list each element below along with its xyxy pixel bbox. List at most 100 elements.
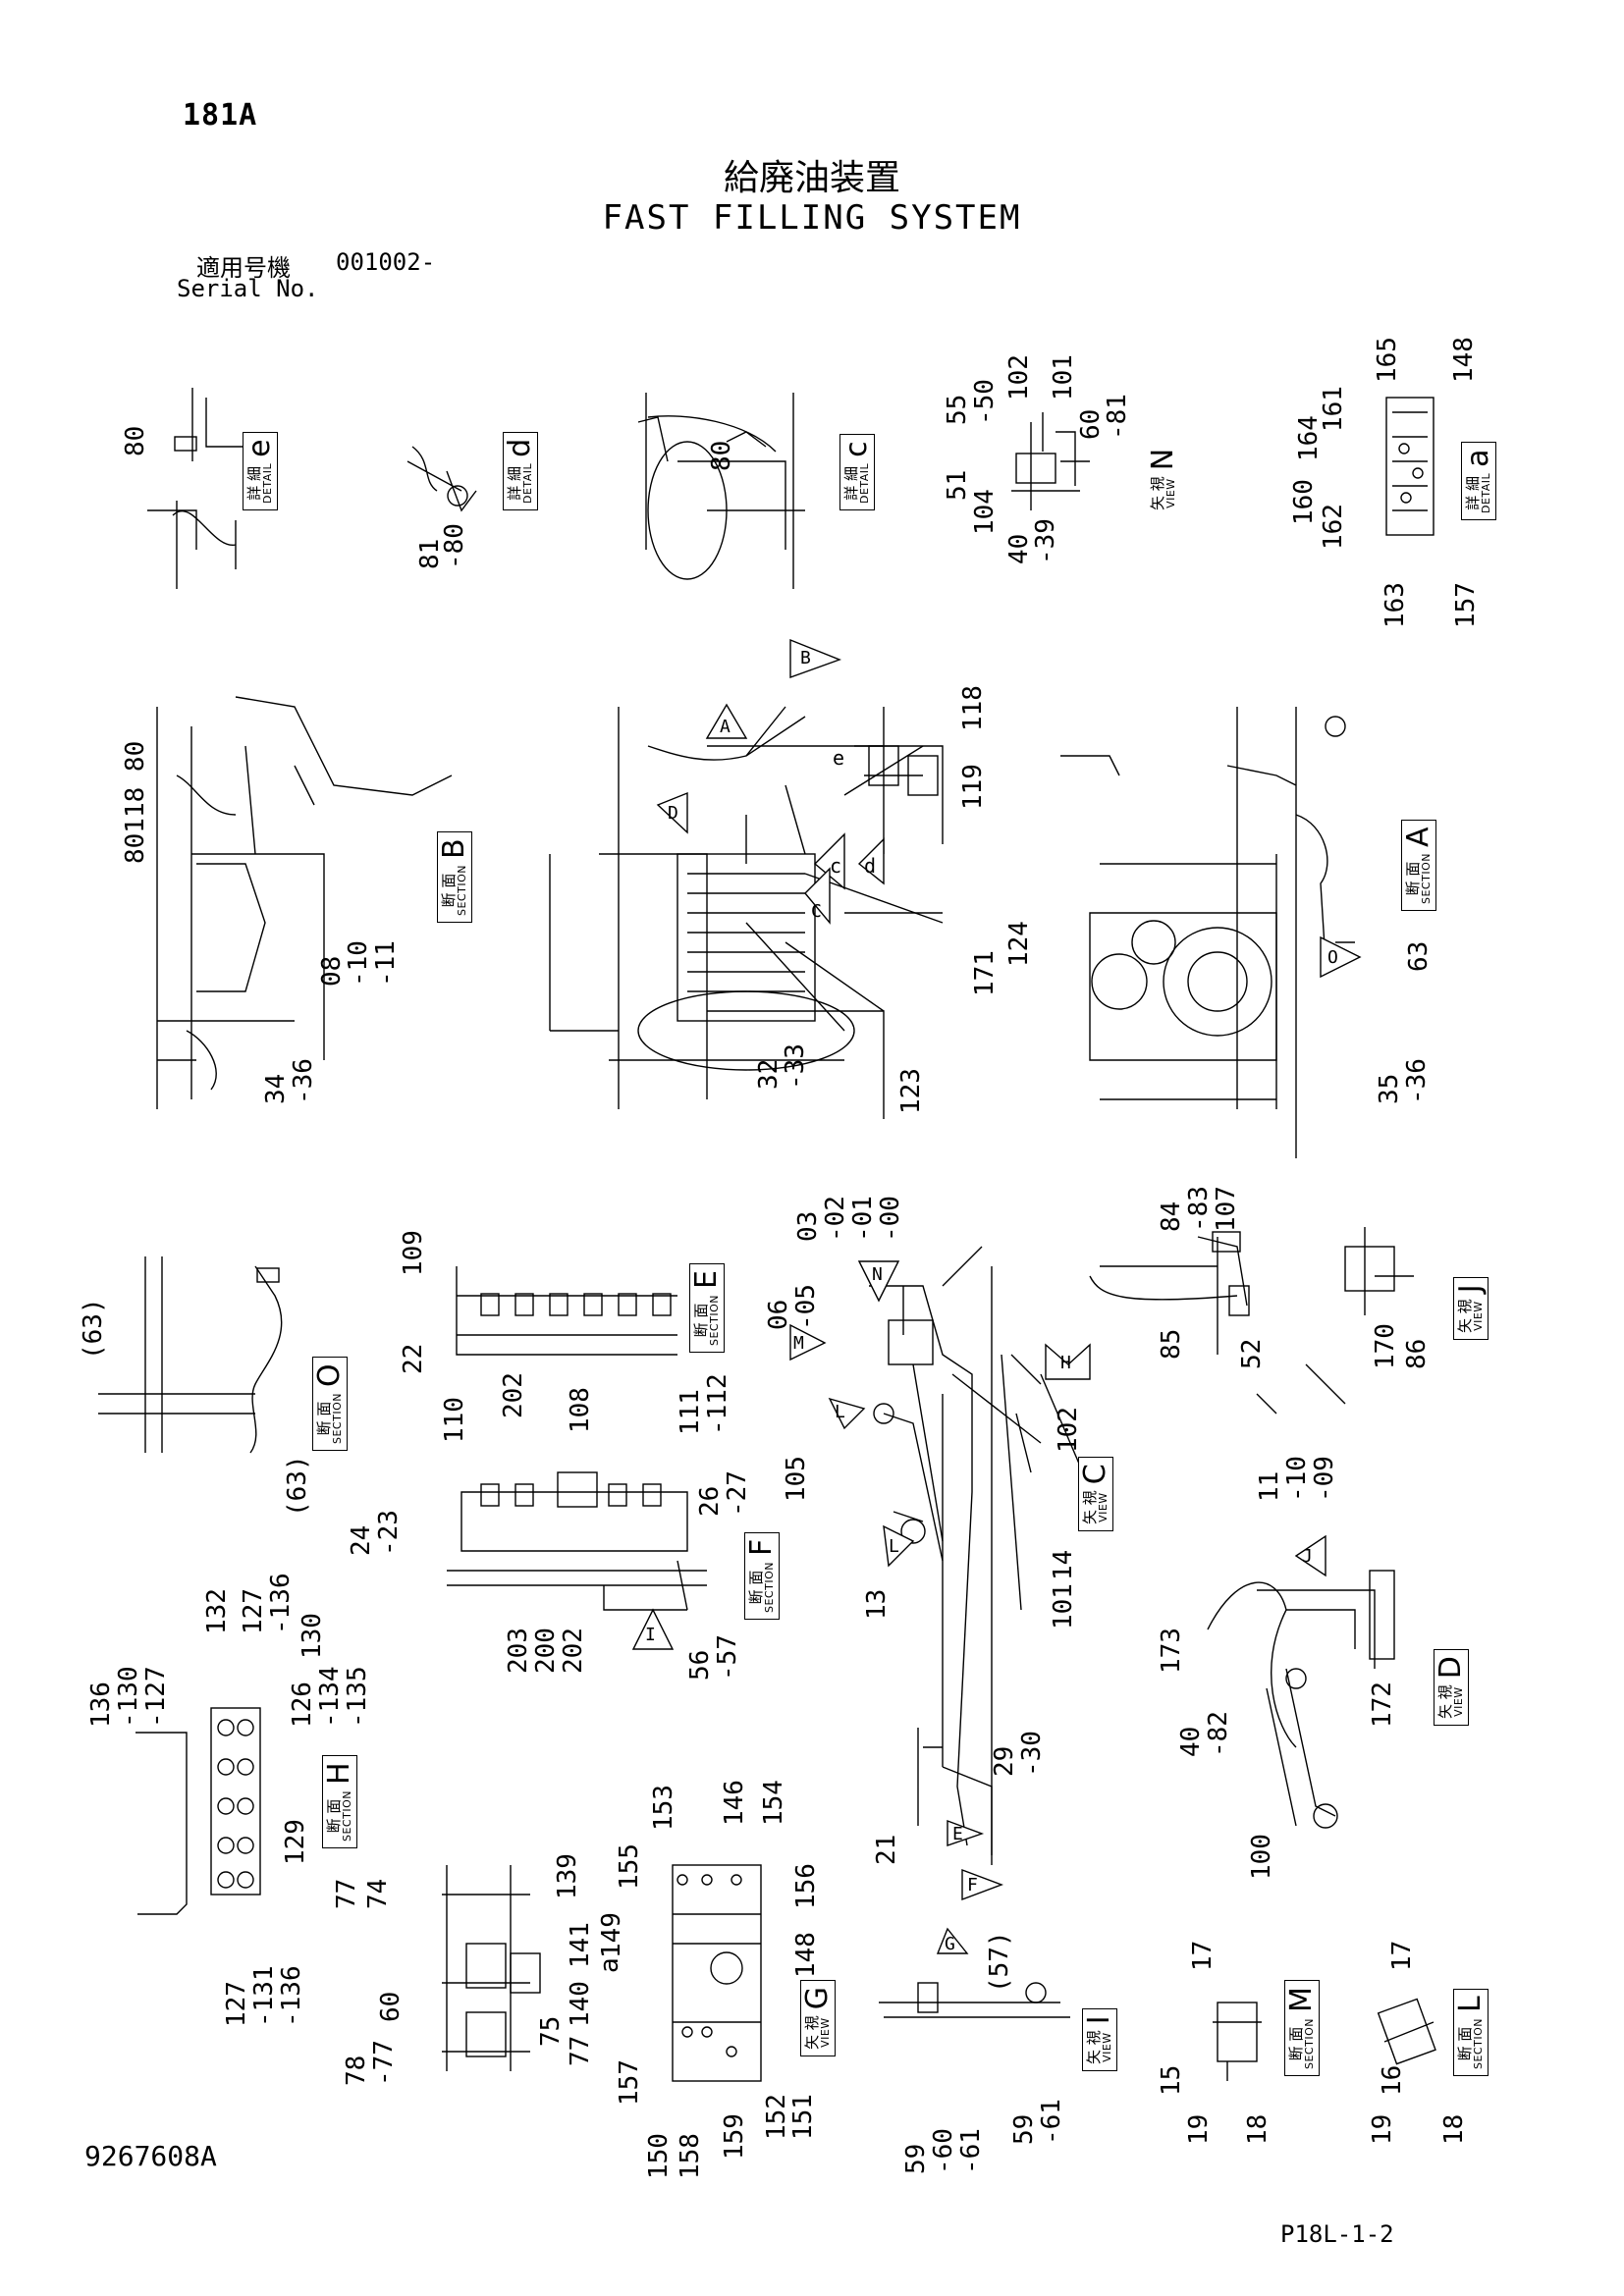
section-f-letter: F — [744, 1538, 779, 1557]
part-callout: 153 — [649, 1785, 678, 1831]
part-callout: -136 — [277, 1965, 306, 2027]
detail-a-letter: a — [1461, 449, 1495, 467]
detail-e-letter: e — [243, 439, 277, 457]
part-callout: 13 — [862, 1588, 892, 1620]
arrow-label-n: N — [872, 1264, 883, 1285]
part-callout: 162 — [1319, 504, 1348, 550]
part-callout: 17 — [1188, 1940, 1218, 1971]
part-callout: 102 — [1004, 354, 1034, 400]
part-callout: 40 — [1004, 533, 1034, 564]
part-callout: 160 — [1289, 479, 1319, 525]
part-callout: 119 — [958, 764, 988, 810]
section-f-drawing — [447, 1471, 707, 1611]
part-callout: -36 — [1402, 1058, 1432, 1104]
part-callout: 85 — [1157, 1328, 1186, 1360]
part-callout: a — [595, 1957, 624, 1973]
section-m-letter: M — [1284, 1987, 1319, 2013]
part-callout: 08 — [317, 955, 347, 987]
view-j-drawing — [1089, 1227, 1414, 1355]
arrow-label-e: e — [833, 746, 845, 770]
part-callout: -10 — [344, 940, 373, 987]
part-callout: 130 — [298, 1613, 327, 1659]
section-o-drawing — [98, 1256, 283, 1454]
arrow-label-o: O — [1327, 947, 1338, 968]
detail-e-drawing — [147, 388, 255, 589]
part-callout: 156 — [791, 1863, 821, 1909]
part-callout: 158 — [676, 2133, 705, 2179]
part-callout: 126 — [288, 1682, 317, 1728]
part-callout: -60 — [929, 2128, 958, 2174]
section-e-drawing — [456, 1266, 677, 1356]
part-callout: 101 — [1049, 1583, 1078, 1629]
section-b-drawing — [156, 696, 453, 1109]
part-callout: 21 — [872, 1834, 901, 1865]
part-callout: (57) — [985, 1931, 1014, 1993]
arrow-label-i: I — [645, 1625, 656, 1645]
section-b-letter: B — [437, 838, 471, 860]
part-callout: 78 — [342, 2055, 371, 2086]
part-callout: 157 — [615, 2059, 644, 2106]
arrow-label-e-lower: E — [952, 1824, 963, 1844]
part-callout: -80 — [440, 523, 469, 569]
view-n-drawing — [1011, 412, 1090, 510]
part-callout: -36 — [289, 1058, 318, 1104]
section-l-drawing — [1377, 1998, 1436, 2065]
view-j-letter: J — [1453, 1284, 1488, 1294]
part-callout: 18 — [1439, 2113, 1469, 2145]
part-callout: -09 — [1310, 1456, 1339, 1502]
part-callout: 127 — [222, 1981, 251, 2027]
part-callout: -130 — [114, 1666, 143, 1728]
part-callout: 84 — [1157, 1201, 1186, 1232]
view-d-letter: D — [1434, 1656, 1468, 1680]
view-c-letter: C — [1078, 1464, 1112, 1485]
part-callout: 164 — [1294, 415, 1324, 461]
serial-label-japanese: 適用号機 — [196, 254, 291, 282]
central-section-drawing — [549, 707, 944, 1119]
part-callout: 19 — [1184, 2113, 1214, 2145]
document-number: 9267608A — [84, 2140, 217, 2172]
part-callout: 51 — [943, 469, 972, 501]
part-callout: (63) — [79, 1298, 108, 1360]
part-callout: -39 — [1031, 518, 1060, 564]
part-callout: 55 — [943, 394, 972, 425]
detail-a-drawing — [1385, 397, 1435, 536]
part-callout: 60 — [376, 1991, 406, 2022]
part-callout: -82 — [1204, 1711, 1233, 1757]
part-callout: 100 — [1247, 1834, 1276, 1880]
part-callout: -57 — [713, 1634, 742, 1681]
part-callout: 146 — [720, 1780, 749, 1826]
part-callout: 15 — [1157, 2064, 1186, 2096]
arrow-label-c-small: c — [830, 854, 842, 878]
part-callout: 141 — [566, 1922, 595, 1968]
part-callout: 32 — [754, 1058, 784, 1090]
part-callout: 19 — [1368, 2113, 1397, 2145]
section-h-drawing — [135, 1707, 261, 1915]
view-g-letter: G — [800, 1986, 835, 2010]
detail-c-drawing — [637, 393, 805, 589]
part-callout: 159 — [720, 2113, 749, 2160]
serial-label-english: Serial No. — [177, 275, 319, 302]
part-callout: 77 — [566, 2035, 595, 2066]
part-callout: 56 — [685, 1649, 715, 1681]
part-callout: 132 — [202, 1588, 232, 1634]
part-callout: 139 — [553, 1853, 582, 1899]
part-callout: 107 — [1212, 1186, 1241, 1232]
part-callout: 29 — [990, 1745, 1019, 1777]
part-callout: -83 — [1184, 1186, 1214, 1232]
part-callout: 34 — [261, 1073, 291, 1104]
part-callout: 63 — [1404, 940, 1434, 972]
arrow-label-b: B — [800, 648, 811, 668]
title-japanese: 給廃油装置 — [723, 158, 900, 198]
part-callout: 24 — [347, 1524, 376, 1556]
part-callout: -131 — [249, 1965, 279, 2027]
arrow-label-h: H — [1060, 1353, 1071, 1373]
